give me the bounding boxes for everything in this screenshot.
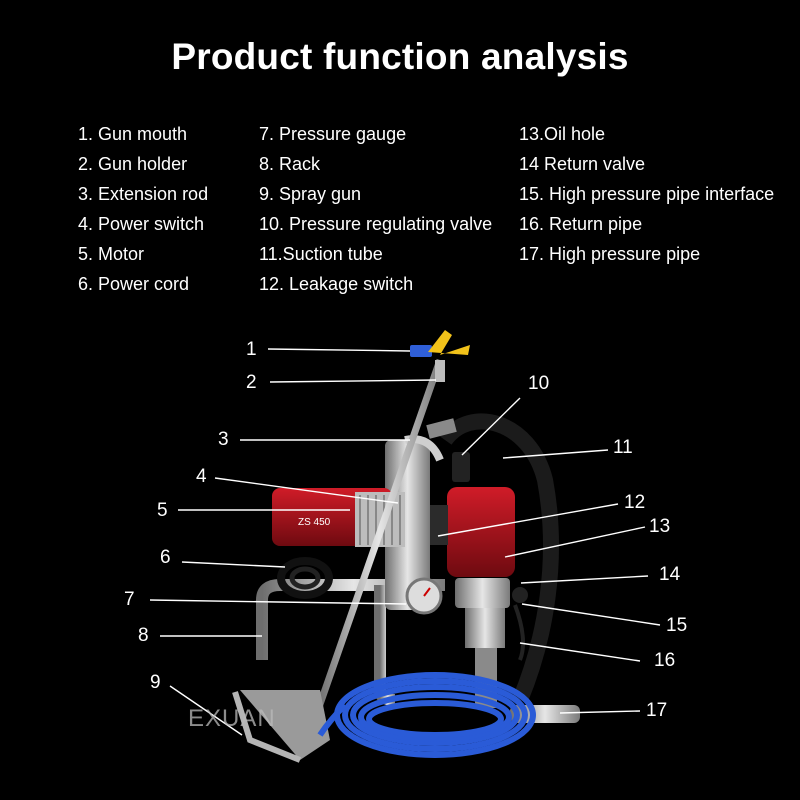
callout-7: 7	[124, 589, 135, 610]
callout-12: 12	[624, 492, 646, 513]
legend-column-3: 13.Oil hole 14 Return valve 15. High pre…	[519, 119, 774, 269]
callout-9: 9	[150, 672, 161, 693]
legend-item: 17. High pressure pipe	[519, 244, 701, 264]
callout-10: 10	[528, 373, 550, 394]
gun-mouth	[410, 345, 432, 357]
callout-15: 15	[666, 615, 688, 636]
legend-item: 12. Leakage switch	[259, 274, 414, 294]
callout-6: 6	[160, 547, 171, 568]
legend-item: 5. Motor	[78, 244, 145, 264]
legend-item: 7. Pressure gauge	[259, 124, 407, 144]
callout-4: 4	[196, 466, 207, 487]
legend-item: 11.Suction tube	[259, 244, 383, 264]
legend-item: 4. Power switch	[78, 214, 205, 234]
leakage-switch	[430, 505, 448, 545]
legend-item: 8. Rack	[259, 154, 321, 174]
page-title: Product function analysis	[171, 36, 629, 77]
callout-11: 11	[613, 437, 633, 458]
callout-16: 16	[654, 650, 676, 671]
legend-item: 3. Extension rod	[78, 184, 209, 204]
model-label: ZS 450	[298, 517, 331, 528]
legend-item: 15. High pressure pipe interface	[519, 184, 775, 204]
return-pipe	[513, 604, 526, 661]
callout-1: 1	[246, 339, 257, 360]
high-pressure-pipe	[334, 672, 536, 758]
pump-housing	[447, 487, 515, 577]
legend-item: 9. Spray gun	[259, 184, 362, 204]
callout-lines	[149, 348, 661, 736]
legend-column-1: 1. Gun mouth 2. Gun holder 3. Extension …	[78, 119, 208, 299]
legend-item: 10. Pressure regulating valve	[259, 214, 493, 234]
callout-14: 14	[659, 564, 681, 585]
pressure-regulating-valve	[452, 452, 470, 482]
callout-2: 2	[246, 372, 257, 393]
legend-item: 14 Return valve	[519, 154, 646, 174]
nozzle-guard	[428, 330, 470, 355]
legend-item: 6. Power cord	[78, 274, 190, 294]
callout-8: 8	[138, 625, 149, 646]
power-cord	[277, 557, 333, 599]
legend-column-2: 7. Pressure gauge 8. Rack 9. Spray gun 1…	[259, 119, 492, 299]
legend-item: 13.Oil hole	[519, 124, 606, 144]
extension-rod	[314, 358, 444, 712]
gun-holder	[435, 360, 445, 382]
return-valve	[512, 587, 528, 603]
pump-block	[455, 578, 510, 608]
callout-3: 3	[218, 429, 229, 450]
callout-17: 17	[646, 700, 668, 721]
legend-item: 1. Gun mouth	[78, 124, 188, 144]
watermark: EXUAN	[188, 705, 276, 732]
legend-item: 2. Gun holder	[78, 154, 188, 174]
legend-item: 16. Return pipe	[519, 214, 643, 234]
callout-13: 13	[649, 516, 671, 537]
suction-tube-fitting	[426, 418, 457, 439]
spray-gun	[240, 690, 330, 760]
callout-5: 5	[157, 500, 168, 521]
